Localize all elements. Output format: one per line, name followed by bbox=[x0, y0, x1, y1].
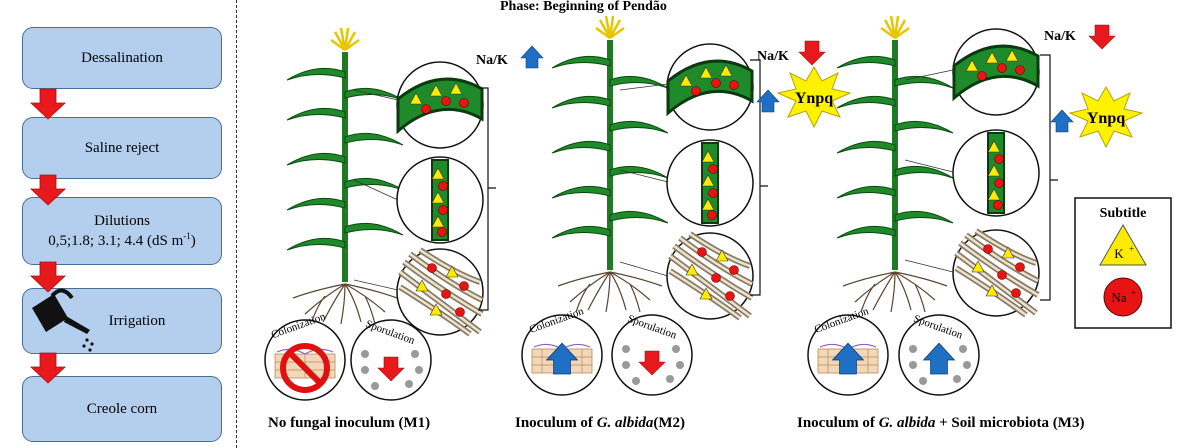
treatment-m2: Na/K Ynpq Colonization Sporulation bbox=[521, 16, 851, 396]
watering-can-icon bbox=[32, 288, 94, 352]
corn-plant-icon bbox=[552, 16, 668, 312]
leaf-zoom-icon bbox=[667, 44, 753, 130]
potassium-ion-icon bbox=[1099, 223, 1147, 266]
legend: Subtitle K + Na + bbox=[1074, 197, 1172, 329]
na-k-ratio-label: Na/K bbox=[757, 49, 789, 64]
na-k-ratio-label: Na/K bbox=[476, 53, 508, 68]
section-divider bbox=[236, 0, 237, 448]
flow-step-label: Dessalination bbox=[81, 49, 163, 66]
flow-step-dessalination: Dessalination bbox=[22, 27, 222, 89]
flow-step-label: Creole corn bbox=[86, 400, 158, 417]
treatment-label-m1: No fungal inoculum (M1) bbox=[268, 415, 431, 431]
down-arrow-icon bbox=[30, 174, 66, 206]
dilution-values: 0,5;1.8; 3.1; 4.4 (dS m-1) bbox=[48, 230, 196, 249]
stem-zoom-icon bbox=[667, 140, 753, 226]
treatment-illustration: Na/K Colonization Sporulation Na/K Ynpq … bbox=[264, 0, 1172, 401]
down-arrow-icon bbox=[30, 88, 66, 120]
stem-zoom-icon bbox=[397, 157, 483, 243]
leaf-zoom-icon bbox=[953, 29, 1039, 115]
down-arrow-icon bbox=[1088, 24, 1116, 50]
treatment-label-m2: Inoculum of G. albida(M2) bbox=[515, 415, 686, 431]
root-zoom-icon bbox=[953, 230, 1039, 316]
potassium-label: K bbox=[1114, 246, 1124, 261]
root-zoom-icon bbox=[397, 249, 483, 335]
treatment-label-m3: Inoculum of G. albida + Soil microbiota … bbox=[797, 415, 1085, 431]
prohibited-icon bbox=[280, 343, 330, 393]
down-arrow-icon bbox=[30, 352, 66, 384]
treatment-m1: Na/K Colonization Sporulation bbox=[264, 28, 544, 401]
legend-title: Subtitle bbox=[1100, 206, 1147, 221]
down-arrow-icon bbox=[30, 261, 66, 293]
ynpq-label: Ynpq bbox=[1087, 110, 1125, 127]
sodium-charge: + bbox=[1131, 288, 1136, 298]
flow-step-label: Saline reject bbox=[84, 139, 160, 156]
sodium-ion-icon bbox=[1103, 277, 1143, 317]
ynpq-label: Ynpq bbox=[795, 90, 833, 107]
flow-step-dilutions: Dilutions 0,5;1.8; 3.1; 4.4 (dS m-1) bbox=[22, 197, 222, 265]
flow-step-saline-reject: Saline reject bbox=[22, 117, 222, 179]
phase-title: Phase: Beginning of Pendão bbox=[500, 0, 667, 14]
potassium-charge: + bbox=[1129, 244, 1134, 254]
leaf-zoom-icon bbox=[397, 62, 483, 148]
up-arrow-icon bbox=[520, 45, 544, 69]
na-k-ratio-label: Na/K bbox=[1044, 29, 1076, 44]
flow-arrows bbox=[30, 88, 94, 384]
flow-step-creole-corn: Creole corn bbox=[22, 376, 222, 442]
corn-plant-icon bbox=[287, 28, 403, 324]
flow-step-label: Irrigation bbox=[108, 312, 166, 329]
flow-step-label: Dilutions bbox=[94, 212, 150, 229]
down-arrow-icon bbox=[798, 40, 826, 66]
root-zoom-icon bbox=[667, 233, 753, 319]
stem-zoom-icon bbox=[953, 130, 1039, 216]
sodium-label: Na bbox=[1111, 290, 1126, 305]
